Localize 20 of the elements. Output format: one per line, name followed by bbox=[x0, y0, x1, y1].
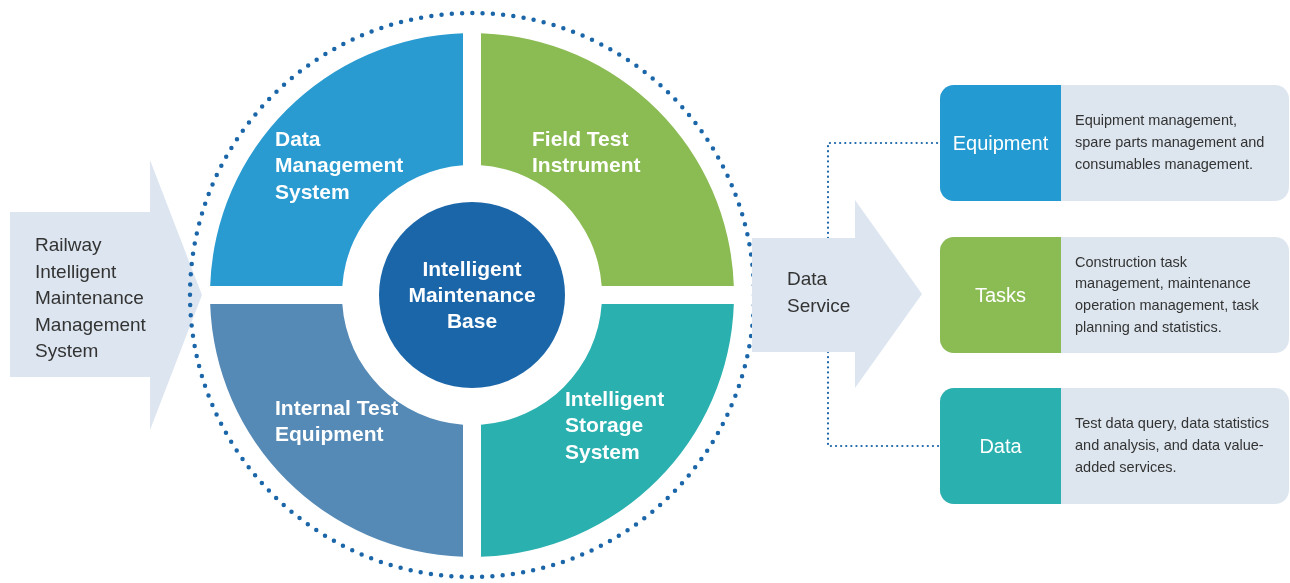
arrow-label: Data Service bbox=[787, 267, 852, 318]
card-header: Equipment bbox=[940, 85, 1061, 201]
card-description: Construction task management, maintenance operation management, task planning and statistics. bbox=[1075, 252, 1260, 337]
info-card bbox=[940, 237, 1289, 353]
segment-label: Intelligent Storage System bbox=[565, 386, 666, 465]
card-description: Test data query, data statistics and analysis, and data value-added services. bbox=[1075, 414, 1270, 477]
arrow-shape bbox=[10, 160, 202, 430]
dotted-connector bbox=[826, 350, 942, 448]
segment-label: Internal Test Equipment bbox=[275, 395, 400, 448]
arrow-label: Railway Intelligent Maintenance Management System bbox=[35, 233, 147, 364]
card-description: Equipment management, spare parts management and consumables management. bbox=[1075, 111, 1266, 174]
arrow-shape bbox=[752, 200, 922, 388]
center-label: Intelligent Maintenance Base bbox=[407, 255, 537, 335]
info-card bbox=[940, 388, 1289, 504]
center-circle bbox=[379, 202, 565, 388]
card-header: Data bbox=[940, 388, 1061, 504]
segment-label: Data Management System bbox=[275, 126, 405, 205]
info-card bbox=[940, 85, 1289, 201]
card-header: Tasks bbox=[940, 237, 1061, 353]
segment-label: Field Test Instrument bbox=[532, 126, 642, 179]
